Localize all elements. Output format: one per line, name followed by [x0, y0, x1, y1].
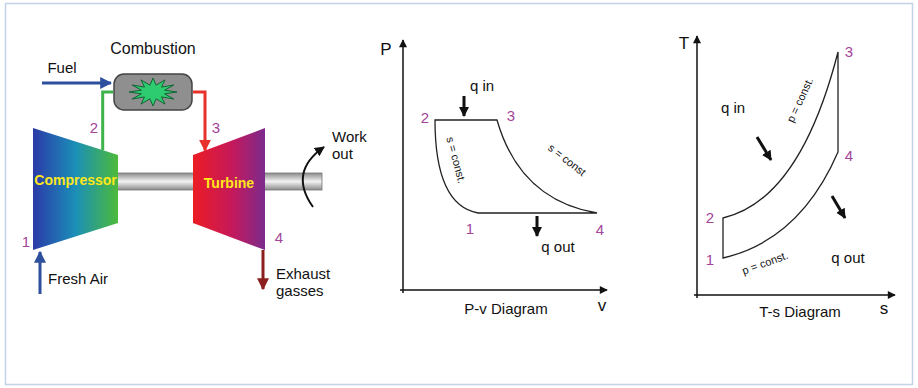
- combustion-casing: [114, 74, 192, 110]
- heat-arrow: [463, 96, 466, 116]
- heat-arrow: [757, 137, 771, 160]
- state-number: 4: [845, 147, 853, 164]
- flame-burst: [129, 78, 177, 106]
- axis: [402, 40, 404, 293]
- axis-label: v: [598, 296, 607, 316]
- cycle-curve: [435, 120, 597, 213]
- state-number: 2: [90, 119, 98, 136]
- work-arrow: [303, 147, 324, 207]
- axis-label: T: [679, 34, 689, 54]
- turbine-shape: [193, 128, 265, 250]
- process-label: p = const.: [784, 76, 816, 125]
- compressor-shape: Compressor: [33, 128, 118, 250]
- state-number: 3: [507, 107, 515, 124]
- compressor-shape-outline: [33, 128, 118, 250]
- diagram-title: P-v Diagram: [464, 300, 547, 317]
- combustion-box: [113, 73, 193, 111]
- state-number: 3: [212, 119, 220, 136]
- state-number: 4: [275, 229, 283, 246]
- axis-label: s: [880, 299, 889, 319]
- axis: [400, 289, 607, 291]
- node-label: Compressor: [34, 172, 116, 188]
- heat-label: q out: [831, 249, 864, 266]
- axis-label: P: [380, 40, 391, 60]
- heat-label: q in: [721, 99, 745, 116]
- combustion-chamber: Combustion: [103, 40, 203, 112]
- output-label: Exhaust gasses: [276, 265, 340, 300]
- input-label: Fuel: [47, 59, 76, 76]
- node-heading: Combustion: [110, 40, 195, 58]
- turbine-shape: Turbine: [193, 128, 265, 250]
- state-number: 1: [706, 251, 714, 268]
- exhaust-arrow: [262, 250, 265, 289]
- axis: [696, 36, 698, 298]
- combustion-outline: [113, 73, 193, 111]
- cycle-curve: [723, 52, 838, 258]
- heat-arrow: [536, 216, 539, 236]
- axis: [694, 294, 895, 296]
- output-label: Work out: [332, 128, 374, 163]
- heat-label: q out: [541, 238, 574, 255]
- flow-connector: [193, 92, 205, 151]
- state-number: 1: [466, 220, 474, 237]
- air-arrow: [39, 252, 42, 294]
- state-number: 3: [845, 43, 853, 60]
- state-number: 1: [22, 233, 30, 250]
- state-number: 2: [421, 109, 429, 126]
- diagram-title: T-s Diagram: [759, 303, 841, 320]
- fuel-arrow: [42, 82, 111, 85]
- input-label: Fresh Air: [48, 270, 108, 287]
- ts-diagram: [694, 36, 895, 298]
- frame: [6, 4, 913, 385]
- pv-diagram: [400, 40, 607, 293]
- state-number: 4: [596, 221, 604, 238]
- flow-connector: [103, 92, 113, 150]
- node-label: Turbine: [204, 175, 254, 191]
- process-label: p = const.: [740, 249, 789, 277]
- heat-label: q in: [470, 77, 494, 94]
- compressor-shape: [33, 128, 118, 250]
- process-label: s = const.: [444, 135, 468, 184]
- state-number: 2: [706, 209, 714, 226]
- process-label: s = const: [546, 141, 589, 178]
- heat-arrow: [832, 196, 845, 218]
